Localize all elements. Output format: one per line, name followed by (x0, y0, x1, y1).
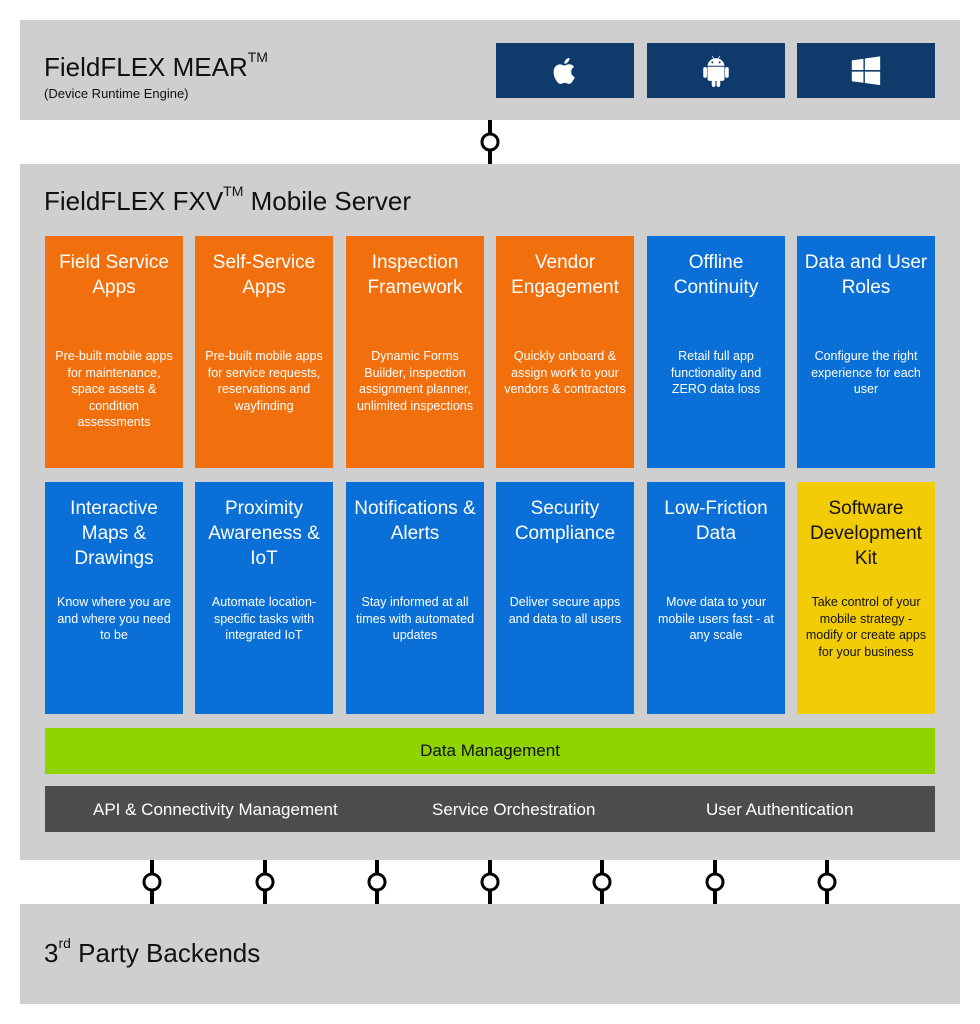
connector-icon (477, 120, 503, 164)
tile-title: Low-Friction Data (664, 498, 768, 544)
tile-description: Pre-built mobile apps for maintenance, s… (55, 349, 173, 429)
mear-panel: FieldFLEX MEARTM (Device Runtime Engine) (20, 20, 960, 120)
service-orchestration: Service Orchestration (432, 800, 596, 819)
backends-title: 3rd Party Backends (44, 935, 261, 969)
mear-subtitle: (Device Runtime Engine) (44, 86, 189, 101)
tile-vendor-engagement: Vendor Engagement Quickly onboard & assi… (496, 236, 634, 468)
tile-title: Notifications & Alerts (354, 498, 476, 544)
tile-description: Automate location-specific tasks with in… (211, 595, 317, 642)
tile-security-compliance: Security Compliance Deliver secure apps … (496, 482, 634, 714)
tile-title: Software Development Kit (810, 498, 922, 569)
tile-description: Know where you are and where you need to… (57, 595, 171, 642)
services-bar: API & Connectivity Management Service Or… (45, 786, 935, 832)
tile-title: Inspection Framework (367, 252, 463, 298)
server-title-post: Mobile Server (243, 186, 412, 216)
connector-icon (477, 860, 503, 904)
platform-apple (496, 43, 634, 98)
tile-self-service-apps: Self-Service Apps Pre-built mobile apps … (195, 236, 333, 468)
connector-icon (252, 860, 278, 904)
tile-description: Retail full app functionality and ZERO d… (670, 349, 762, 396)
service-user-authentication: User Authentication (706, 800, 854, 819)
tile-description: Deliver secure apps and data to all user… (508, 595, 622, 626)
tile-title: Security Compliance (514, 498, 616, 544)
server-title-pre: FieldFLEX FXV (44, 186, 224, 216)
tile-offline-continuity: Offline Continuity Retail full app funct… (647, 236, 785, 468)
windows-icon (851, 55, 881, 85)
tile-field-service-apps: Field Service Apps Pre-built mobile apps… (45, 236, 183, 468)
tile-description: Quickly onboard & assign work to your ve… (504, 349, 626, 396)
platform-windows (797, 43, 935, 98)
tile-description: Stay informed at all times with automate… (355, 595, 475, 642)
tile-description: Configure the right experience for each … (811, 349, 921, 396)
backends-superscript: rd (58, 935, 71, 952)
backends-title-post: Party Backends (70, 938, 261, 968)
tile-title: Interactive Maps & Drawings (70, 498, 158, 569)
tile-description: Pre-built mobile apps for service reques… (205, 349, 323, 413)
tile-title: Offline Continuity (673, 252, 759, 298)
connector-icon (702, 860, 728, 904)
third-party-backends-panel: 3rd Party Backends (20, 904, 960, 1004)
tile-title: Field Service Apps (59, 252, 169, 298)
mear-trademark: TM (247, 49, 268, 66)
tile-description: Dynamic Forms Builder, inspection assign… (356, 349, 474, 413)
tile-data-and-user-roles: Data and User Roles Configure the right … (797, 236, 935, 468)
tile-interactive-maps: Interactive Maps & Drawings Know where y… (45, 482, 183, 714)
connector-icon (814, 860, 840, 904)
mobile-server-panel: FieldFLEX FXVTM Mobile Server Field Serv… (20, 164, 960, 860)
connector-icon (589, 860, 615, 904)
tile-title: Data and User Roles (804, 252, 928, 298)
connector-icon (364, 860, 390, 904)
connector-icon (139, 860, 165, 904)
service-api-connectivity: API & Connectivity Management (93, 800, 338, 819)
tile-title: Vendor Engagement (511, 252, 619, 298)
tile-notifications-alerts: Notifications & Alerts Stay informed at … (346, 482, 484, 714)
tile-description: Take control of your mobile strategy - m… (805, 595, 927, 659)
server-trademark: TM (223, 183, 244, 200)
tile-proximity-awareness: Proximity Awareness & IoT Automate locat… (195, 482, 333, 714)
apple-icon (553, 57, 575, 84)
mear-title-text: FieldFLEX MEAR (44, 52, 248, 82)
tile-title: Proximity Awareness & IoT (208, 498, 320, 569)
platform-android (647, 43, 785, 98)
data-management-bar: Data Management (45, 728, 935, 774)
tile-software-development-kit: Software Development Kit Take control of… (797, 482, 935, 714)
tile-title: Self-Service Apps (212, 252, 316, 298)
android-icon (703, 55, 729, 87)
tile-description: Move data to your mobile users fast - at… (657, 595, 774, 642)
tile-low-friction-data: Low-Friction Data Move data to your mobi… (647, 482, 785, 714)
server-title: FieldFLEX FXVTM Mobile Server (44, 183, 412, 217)
backends-title-pre: 3 (44, 938, 59, 968)
mear-title: FieldFLEX MEARTM (44, 49, 268, 83)
tile-inspection-framework: Inspection Framework Dynamic Forms Build… (346, 236, 484, 468)
